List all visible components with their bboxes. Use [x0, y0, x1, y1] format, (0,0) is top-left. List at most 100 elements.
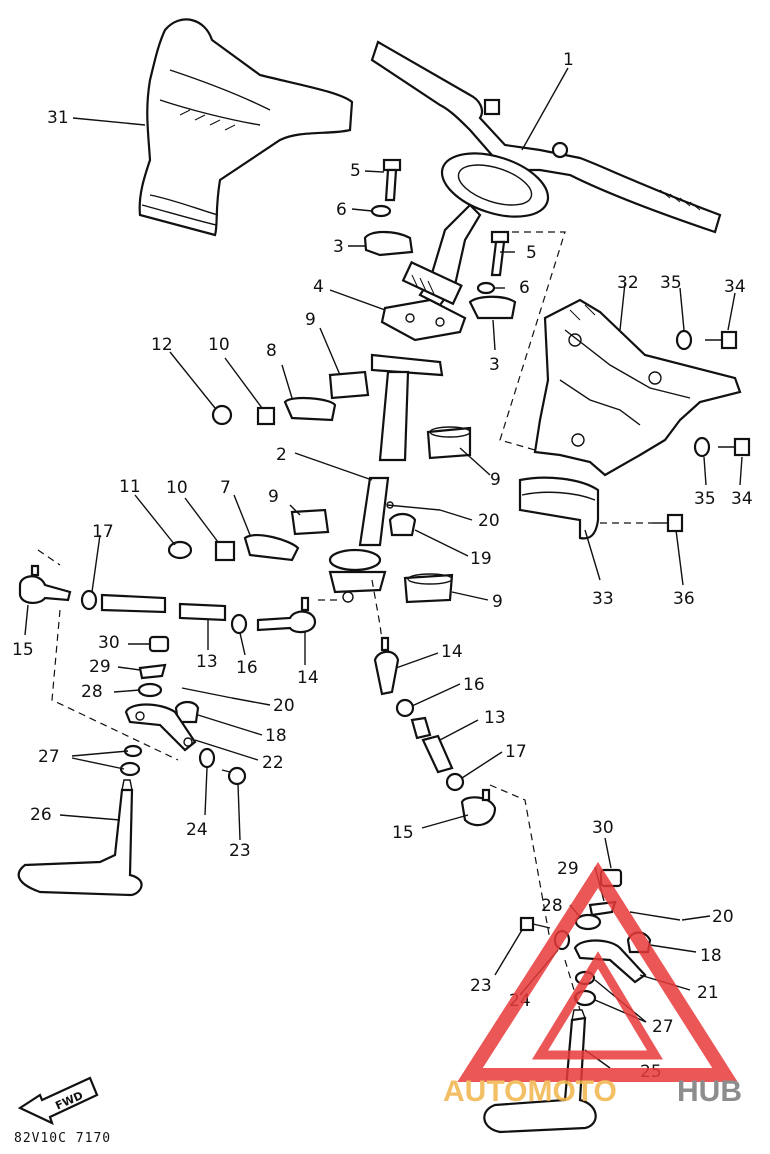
nut-10a — [256, 406, 276, 426]
washer-29-right — [588, 900, 617, 917]
arm-7-part — [243, 533, 300, 562]
callout-3b: 3 — [489, 355, 500, 375]
knuckle-arm-21 — [573, 939, 647, 984]
callout-9d: 9 — [492, 592, 503, 612]
callout-6b: 6 — [519, 278, 530, 298]
callout-29a: 29 — [89, 657, 111, 677]
callout-2: 2 — [276, 445, 287, 465]
callout-18a: 18 — [265, 726, 287, 746]
callout-8: 8 — [266, 341, 277, 361]
washer-28-left — [137, 682, 163, 698]
steering-column-part — [328, 353, 444, 603]
bolt-5-upper — [382, 158, 402, 202]
cotter-pin-20b — [181, 687, 233, 699]
tie-rod-end-14-left — [256, 596, 317, 634]
cap-18-left — [174, 700, 200, 724]
spindle-25-right — [483, 1009, 597, 1134]
callout-26: 26 — [30, 805, 52, 825]
clamp-3-right — [468, 295, 517, 320]
tie-rod-13-left — [100, 593, 227, 622]
bushing-24-left — [198, 747, 216, 769]
callout-30a: 30 — [98, 633, 120, 653]
bolt-5-right — [490, 230, 510, 277]
callout-10b: 10 — [166, 478, 188, 498]
callout-34a: 34 — [724, 277, 746, 297]
bracket-9b — [426, 426, 472, 460]
callout-10a: 10 — [208, 335, 230, 355]
nut-10b — [214, 540, 236, 562]
callout-5b: 5 — [526, 243, 537, 263]
callout-32: 32 — [617, 273, 639, 293]
cap-12 — [211, 404, 233, 426]
bolt-36 — [652, 513, 684, 533]
tie-rod-end-14-right — [373, 636, 400, 696]
callout-19: 19 — [470, 549, 492, 569]
callout-27a: 27 — [38, 747, 60, 767]
callout-15a: 15 — [12, 640, 34, 660]
callout-20a: 20 — [478, 511, 500, 531]
nut-30-left — [148, 635, 170, 653]
knuckle-arm-22 — [124, 703, 197, 752]
callout-18b: 18 — [700, 946, 722, 966]
washer-35-lower — [693, 436, 711, 458]
cover-33-part — [518, 476, 600, 540]
washer-27-left — [119, 744, 143, 777]
callout-29b: 29 — [557, 859, 579, 879]
callout-13a: 13 — [196, 652, 218, 672]
cotter-pin-20c — [629, 911, 681, 921]
washer-35-upper — [675, 329, 693, 351]
washer-29-left — [138, 663, 167, 680]
clamp-3-upper — [363, 230, 414, 257]
callout-1: 1 — [563, 50, 574, 70]
callout-14a: 14 — [297, 668, 319, 688]
locknut-17-left — [80, 589, 98, 611]
callout-12: 12 — [151, 335, 173, 355]
cap-11 — [167, 540, 193, 560]
callout-16b: 16 — [463, 675, 485, 695]
cap-19 — [388, 512, 417, 537]
callout-20c: 20 — [712, 907, 734, 927]
callout-16a: 16 — [236, 658, 258, 678]
frame-bracket-32 — [533, 298, 742, 477]
bolt-34-lower — [718, 437, 751, 457]
callout-17b: 17 — [505, 742, 527, 762]
callout-24a: 24 — [186, 820, 208, 840]
callout-9c: 9 — [268, 487, 279, 507]
forward-arrow-icon: FWD — [17, 1076, 99, 1126]
locknut-16-right — [395, 698, 415, 718]
callout-labels: 1 2 3 3 4 5 5 6 6 7 8 9 9 9 9 10 10 11 1… — [12, 50, 753, 1082]
callout-28b: 28 — [541, 896, 563, 916]
callout-30b: 30 — [592, 818, 614, 838]
callout-15b: 15 — [392, 823, 414, 843]
callout-7: 7 — [220, 478, 231, 498]
steering-cover-part — [138, 18, 354, 237]
callout-17a: 17 — [92, 522, 114, 542]
callout-4: 4 — [313, 277, 324, 297]
callout-3a: 3 — [333, 237, 344, 257]
washer-6-right — [476, 281, 496, 295]
callout-22: 22 — [262, 753, 284, 773]
callout-20b: 20 — [273, 696, 295, 716]
steering-handle-part — [370, 40, 722, 307]
bolt-34-upper — [705, 330, 738, 350]
arm-8-part — [283, 396, 337, 422]
tie-rod-end-15-left — [18, 564, 72, 604]
bracket-9c — [290, 508, 330, 536]
leader-lines — [24, 67, 743, 1069]
callout-13b: 13 — [484, 708, 506, 728]
tie-rod-13-right — [410, 716, 454, 774]
callout-6a: 6 — [336, 200, 347, 220]
callout-5a: 5 — [350, 161, 361, 181]
callout-36: 36 — [673, 589, 695, 609]
spindle-26-left — [17, 779, 143, 897]
callout-9b: 9 — [490, 470, 501, 490]
watermark-text-part1: AUTOMOTO — [443, 1075, 617, 1108]
bracket-9a — [328, 370, 370, 400]
callout-11: 11 — [119, 477, 141, 497]
callout-23a: 23 — [229, 841, 251, 861]
watermark-text-part2: HUB — [677, 1075, 742, 1108]
bolt-23-right — [519, 916, 551, 932]
callout-28a: 28 — [81, 682, 103, 702]
callout-21: 21 — [697, 983, 719, 1003]
